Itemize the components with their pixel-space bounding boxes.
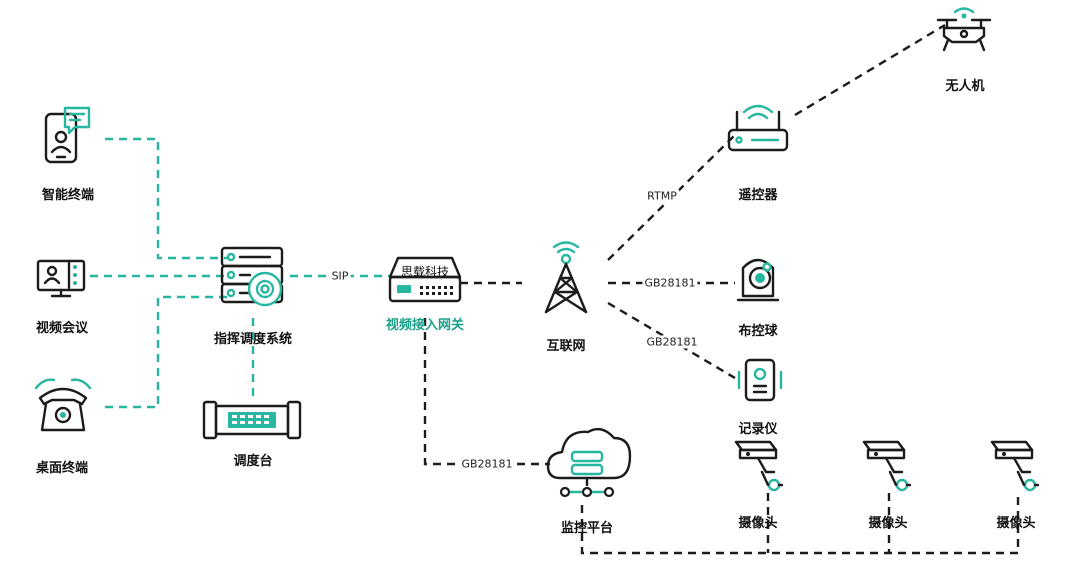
camera-icon bbox=[990, 440, 1040, 492]
link-camera-bus bbox=[580, 493, 1020, 555]
video-conference-icon bbox=[36, 259, 86, 298]
edge-label-gb-platform: GB28181 bbox=[459, 457, 515, 471]
remote-controller-icon bbox=[727, 104, 789, 152]
ptz-camera-label: 布控球 bbox=[738, 324, 778, 339]
link-smart-terminal bbox=[105, 137, 228, 260]
dispatch-console-label: 调度台 bbox=[233, 454, 273, 469]
desktop-terminal-label: 桌面终端 bbox=[35, 461, 89, 476]
ptz-camera-icon bbox=[736, 258, 780, 302]
gateway-brand-label: 思载科技 bbox=[400, 265, 450, 279]
remote-controller-label: 遥控器 bbox=[738, 188, 778, 203]
smart-terminal-icon bbox=[44, 106, 91, 164]
internet-tower-icon bbox=[544, 241, 588, 314]
dispatch-system-label: 指挥调度系统 bbox=[213, 332, 293, 347]
recorder-icon bbox=[737, 358, 783, 402]
edge-label-gb-ptz: GB28181 bbox=[642, 276, 698, 290]
edge-label-rtmp: RTMP bbox=[645, 189, 679, 203]
video-conference-label: 视频会议 bbox=[35, 321, 89, 336]
dispatch-system-icon bbox=[220, 246, 284, 307]
camera-2-label: 摄像头 bbox=[868, 516, 908, 531]
recorder-label: 记录仪 bbox=[738, 422, 778, 437]
camera-icon bbox=[734, 440, 784, 492]
monitor-platform-label: 监控平台 bbox=[560, 521, 614, 536]
monitor-platform-icon bbox=[546, 427, 632, 498]
dark-connections bbox=[423, 23, 1020, 555]
internet-label: 互联网 bbox=[546, 339, 586, 354]
drone-label: 无人机 bbox=[945, 79, 985, 94]
edge-label-sip: SIP bbox=[329, 269, 351, 283]
link-drone bbox=[794, 23, 946, 117]
dispatch-console-icon bbox=[202, 400, 302, 440]
drone-icon bbox=[936, 7, 992, 52]
camera-1-label: 摄像头 bbox=[738, 516, 778, 531]
gateway-icon bbox=[388, 256, 462, 303]
desktop-terminal-icon bbox=[34, 378, 92, 432]
link-desktop-terminal bbox=[105, 295, 228, 409]
gateway-label: 视频接入网关 bbox=[385, 318, 465, 333]
smart-terminal-label: 智能终端 bbox=[41, 188, 95, 203]
link-gateway-platform bbox=[423, 318, 550, 466]
camera-icon bbox=[862, 440, 912, 492]
camera-3-label: 摄像头 bbox=[996, 516, 1036, 531]
edge-label-gb-recorder: GB28181 bbox=[644, 335, 700, 349]
